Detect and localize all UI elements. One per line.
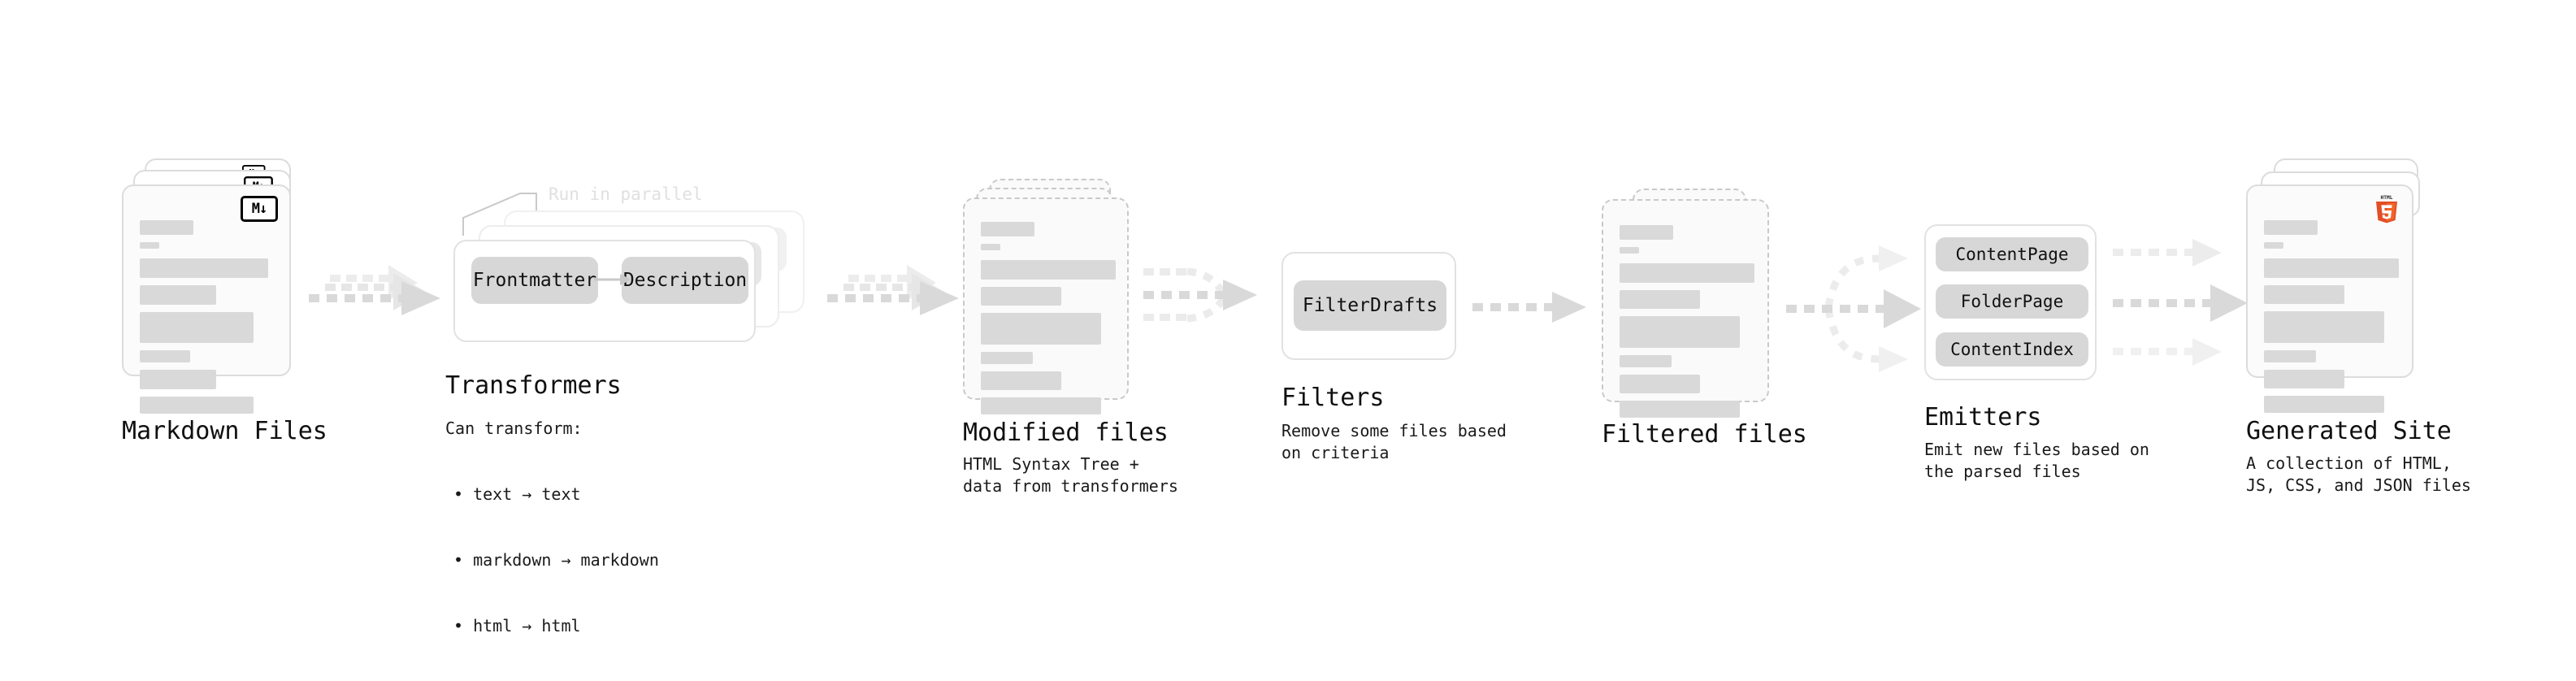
connector-transformers-to-modified (827, 265, 959, 315)
stage-subtitle-heading: Can transform: (445, 419, 583, 438)
stage-subtitle: Emit new files based on the parsed files (1924, 440, 2149, 481)
content-line (2264, 350, 2316, 362)
content-line (981, 352, 1033, 364)
content-line (981, 244, 1000, 250)
content-line (981, 222, 1034, 236)
content-line (981, 260, 1116, 280)
content-line (2264, 396, 2384, 413)
site-sheet-front-html: HTML (2246, 184, 2413, 413)
transformer-chip-frontmatter[interactable]: Frontmatter (471, 257, 598, 304)
content-line (1620, 247, 1639, 254)
content-line (1620, 290, 1700, 309)
stage-title: Markdown Files (122, 417, 327, 445)
list-item: • text → text (453, 484, 581, 504)
content-line (1620, 316, 1740, 348)
connector-emitters-to-site (2113, 239, 2248, 366)
content-line (981, 397, 1101, 414)
filtered-sheet-front (1602, 199, 1769, 418)
transformer-chip-description[interactable]: Description (622, 257, 748, 304)
stage-title: Filtered files (1602, 420, 1807, 449)
emitters-panel: ContentPage FolderPage ContentIndex (1924, 224, 2097, 380)
list-item: • markdown → markdown (453, 550, 659, 570)
stage-title: Modified files (963, 419, 1169, 447)
filter-chip-filterdrafts[interactable]: FilterDrafts (1294, 280, 1446, 331)
transformer-inner-arrow (594, 274, 631, 285)
svg-text:HTML: HTML (2381, 195, 2393, 201)
content-line (981, 371, 1061, 390)
stage-subtitle: A collection of HTML, JS, CSS, and JSON … (2246, 453, 2471, 495)
stage-title: Filters (1281, 384, 1385, 412)
transformer-panel-front: Frontmatter Description (453, 240, 756, 342)
markdown-sheet-front: M↓ (122, 184, 291, 414)
stage-filtered-files: Filtered files (1602, 189, 1807, 449)
content-line (140, 242, 159, 249)
content-line (981, 287, 1061, 306)
stage-subtitle: HTML Syntax Tree + data from transformer… (963, 454, 1178, 496)
stage-modified-files: Modified files HTML Syntax Tree + data f… (963, 179, 1178, 496)
content-line (981, 313, 1101, 345)
content-line (1620, 225, 1673, 240)
content-line (2264, 242, 2283, 249)
content-line (140, 312, 254, 343)
filters-panel: FilterDrafts (1281, 252, 1456, 360)
content-line (140, 285, 216, 305)
run-in-parallel-label: Run in parallel (549, 184, 703, 204)
stage-subtitle: Remove some files based on criteria (1281, 421, 1507, 462)
content-line (140, 350, 190, 362)
content-line (2264, 258, 2399, 278)
stage-markdown-files: M↓ M↓ M↓ Markdown Files (122, 158, 327, 445)
stage-title: Transformers (445, 371, 622, 400)
html5-icon: HTML (2376, 195, 2397, 223)
content-line (1620, 263, 1754, 283)
stage-title: Emitters (1924, 403, 2042, 432)
content-line (2264, 311, 2384, 343)
content-line (1620, 375, 1700, 393)
content-line (1620, 401, 1740, 418)
connector-modified-to-filters (1143, 267, 1257, 323)
modified-sheet-front (963, 197, 1129, 414)
connector-filtered-to-emitters (1786, 245, 1921, 372)
run-in-parallel-bracket (462, 193, 537, 236)
stage-generated-site: CSS HTML (2246, 158, 2471, 495)
connector-markdown-to-transformers (309, 265, 440, 315)
list-item: • html → html (453, 616, 581, 635)
stage-title: Generated Site (2246, 417, 2452, 445)
content-line (140, 370, 216, 389)
content-line (140, 397, 254, 414)
emitter-chip-contentindex[interactable]: ContentIndex (1936, 332, 2088, 367)
filtered-sheet-stack (1602, 189, 1789, 424)
content-line (140, 258, 268, 278)
emitter-chip-folderpage[interactable]: FolderPage (1936, 284, 2088, 319)
connector-filters-to-filtered (1472, 292, 1586, 323)
site-sheet-stack: CSS HTML (2246, 158, 2433, 413)
markdown-sheet-stack: M↓ M↓ M↓ (122, 158, 309, 414)
emitter-chip-contentpage[interactable]: ContentPage (1936, 237, 2088, 271)
content-line (2264, 220, 2318, 235)
content-line (1620, 355, 1672, 367)
content-line (140, 220, 193, 235)
transform-types-list: • text → text • markdown → markdown • ht… (453, 440, 659, 681)
markdown-icon: M↓ (241, 196, 278, 222)
content-line (2264, 285, 2344, 304)
content-line (2264, 370, 2344, 388)
modified-sheet-stack (963, 179, 1150, 414)
